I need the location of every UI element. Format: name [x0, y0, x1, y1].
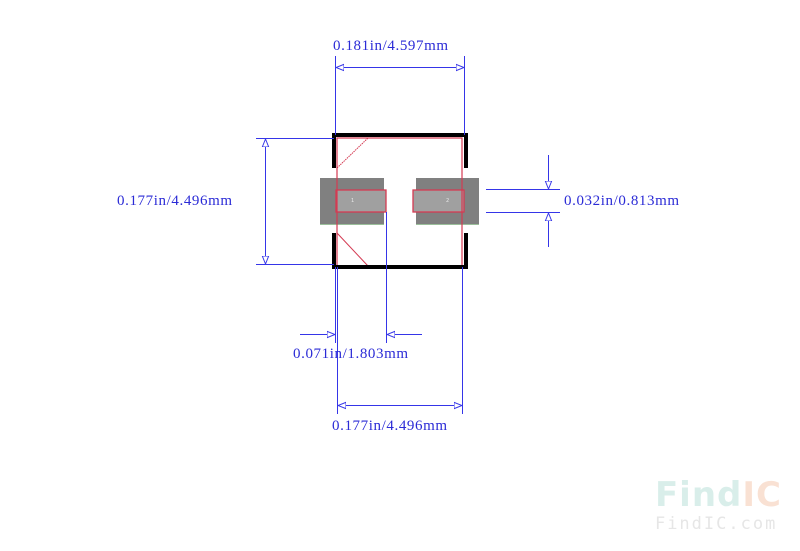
dim-left-height — [256, 138, 334, 265]
dim-pad-height-label: 0.032in/0.813mm — [564, 193, 680, 209]
findic-watermark: FindIC FindIC.com — [655, 478, 782, 534]
logo-ic-text: IC — [742, 475, 782, 515]
pad-1 — [320, 178, 387, 225]
dim-left-height-label: 0.177in/4.496mm — [117, 193, 233, 209]
dim-top-width-label: 0.181in/4.597mm — [333, 38, 449, 54]
pad-1-number: 1 — [351, 198, 355, 204]
pad-2-number: 2 — [446, 198, 450, 204]
findic-logo: FindIC — [655, 478, 782, 512]
dim-top-width — [335, 56, 465, 135]
dim-bottom-width-label: 0.177in/4.496mm — [332, 418, 448, 434]
dim-pad-height — [486, 155, 560, 247]
watermark-url: FindIC.com — [654, 514, 778, 534]
body-outline — [332, 133, 468, 269]
logo-find-text: Find — [654, 475, 743, 515]
pad-2 — [412, 178, 479, 225]
dim-pad-offset — [300, 212, 422, 343]
dim-bottom-width — [337, 267, 463, 414]
dim-pad-offset-label: 0.071in/1.803mm — [293, 346, 409, 362]
